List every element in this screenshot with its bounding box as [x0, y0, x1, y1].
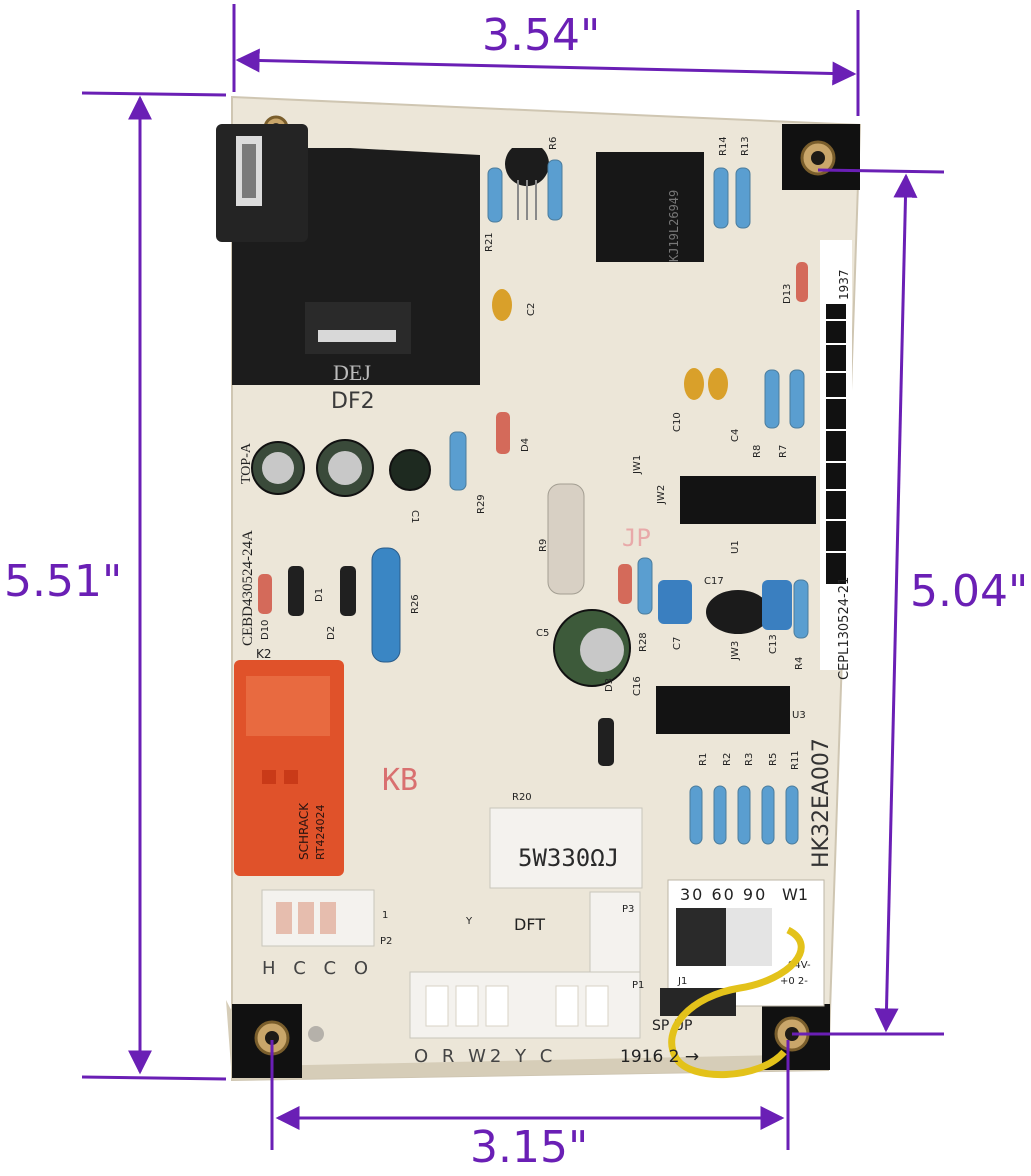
relay-k2 — [234, 660, 344, 876]
connector-p2-pins: H C C O — [262, 958, 374, 979]
relay-k2-brand: SCHRACK — [297, 802, 311, 860]
label-r9: R9 — [538, 539, 549, 552]
label-d13: D13 — [782, 284, 793, 304]
relay-k2-code: RT424024 — [314, 804, 327, 860]
label-r8: R8 — [752, 445, 763, 458]
label-r20: R20 — [512, 792, 532, 803]
dim-right-arrow — [874, 173, 918, 1033]
label-c4: C4 — [730, 429, 741, 442]
width-top-label: 3.54" — [482, 10, 601, 61]
height-left-label: 5.51" — [4, 556, 123, 607]
label-jw3: JW3 — [730, 641, 741, 661]
label-r14: R14 — [718, 136, 729, 156]
relay-k2-designator: K2 — [256, 647, 272, 661]
label-r21: R21 — [484, 232, 495, 252]
blue-capacitors — [658, 580, 792, 630]
dim-top-arrow — [235, 48, 857, 86]
label-p3: P3 — [622, 904, 634, 915]
wire-label-1: 94V- — [788, 960, 811, 971]
label-c13: C13 — [768, 634, 779, 654]
resistor-r26 — [371, 547, 401, 663]
label-r7: R7 — [778, 445, 789, 458]
label-c2: C2 — [526, 303, 537, 316]
label-jw2: JW2 — [656, 485, 667, 505]
y-label: Y — [465, 916, 473, 927]
label-d4: D4 — [520, 438, 531, 452]
ic-u1 — [680, 476, 816, 524]
label-r13: R13 — [740, 136, 751, 156]
relay-top-label: DEJ — [333, 360, 371, 385]
wire-label-2: +0 2- — [780, 976, 808, 987]
label-r2: R2 — [722, 753, 733, 766]
label-p2: P2 — [380, 936, 392, 947]
label-c5: C5 — [536, 628, 549, 639]
dim-right-ext-top — [817, 168, 945, 174]
resistor-r9 — [547, 483, 585, 595]
resistor-r20-value: 5W330ΩJ — [518, 844, 619, 872]
label-u3: U3 — [792, 710, 806, 721]
label-r5: R5 — [768, 753, 779, 766]
defrost-label: DFT — [514, 915, 545, 934]
label-r28: R28 — [638, 632, 649, 652]
jumper-wire — [668, 926, 805, 1078]
transistor — [505, 148, 549, 220]
mounting-hole-bottom-left — [232, 1004, 302, 1078]
chip-marking: KJ19L26949 — [667, 190, 681, 262]
pin-one-label: 1 — [382, 910, 388, 921]
label-r26: R26 — [410, 594, 421, 614]
label-r3: R3 — [744, 753, 755, 766]
label-u1: U1 — [730, 540, 741, 554]
connector-p1 — [409, 971, 641, 1039]
label-r4: R4 — [794, 657, 805, 670]
label-r11: R11 — [790, 750, 801, 770]
connector-p2 — [261, 889, 375, 947]
label-c16: C16 — [632, 676, 643, 696]
label-d2: D2 — [326, 626, 337, 640]
label-c10: C10 — [672, 412, 683, 432]
label-c1: C1 — [409, 510, 420, 523]
height-right-label: 5.04" — [910, 566, 1029, 617]
label-c7: C7 — [672, 637, 683, 650]
label-c17: C17 — [704, 576, 724, 587]
label-d1: D1 — [314, 588, 325, 602]
dim-left-ext-bottom — [81, 1075, 227, 1081]
stamp-jp: JP — [622, 524, 651, 552]
chip-top — [596, 152, 704, 262]
label-r1: R1 — [698, 753, 709, 766]
test-point — [308, 1026, 324, 1042]
label-d3: D3 — [604, 678, 615, 692]
dim-left-ext-top — [81, 91, 227, 97]
connector-p1-pins: O R W2 Y C — [414, 1046, 556, 1067]
width-bottom-label: 3.15" — [470, 1122, 589, 1173]
j1-label: J1 — [677, 976, 687, 987]
relay-label: DF2 — [331, 389, 375, 414]
lot-code: 1916 2 → — [620, 1047, 699, 1067]
label-r6: R6 — [548, 137, 559, 150]
timing-options: 30 60 90 — [680, 885, 767, 904]
label-r29: R29 — [476, 494, 487, 514]
capacitor-group-label: TOP-A — [239, 442, 254, 484]
diodes — [258, 262, 808, 766]
label-d10: D10 — [260, 620, 271, 640]
electrolytic-capacitors — [251, 439, 770, 687]
barcode-sticker — [820, 240, 852, 670]
mounting-hole-top-right — [782, 124, 860, 190]
model-code-right: CEPL130524-21 — [837, 577, 852, 680]
ceramic-capacitors — [492, 289, 728, 400]
part-number: HK32EA007 — [809, 738, 834, 868]
label-p1: P1 — [632, 980, 644, 991]
resistor-r20 — [489, 807, 643, 889]
w1-label: W1 — [782, 885, 808, 904]
ic-u3 — [656, 686, 790, 734]
resistor-group — [449, 159, 809, 845]
defrost-relay — [216, 124, 480, 385]
label-jw1: JW1 — [632, 455, 643, 475]
date-code: 1937 — [837, 269, 851, 300]
model-code-left: CEBD430524-24A — [240, 530, 256, 646]
stamp-kb: KB — [382, 763, 418, 798]
